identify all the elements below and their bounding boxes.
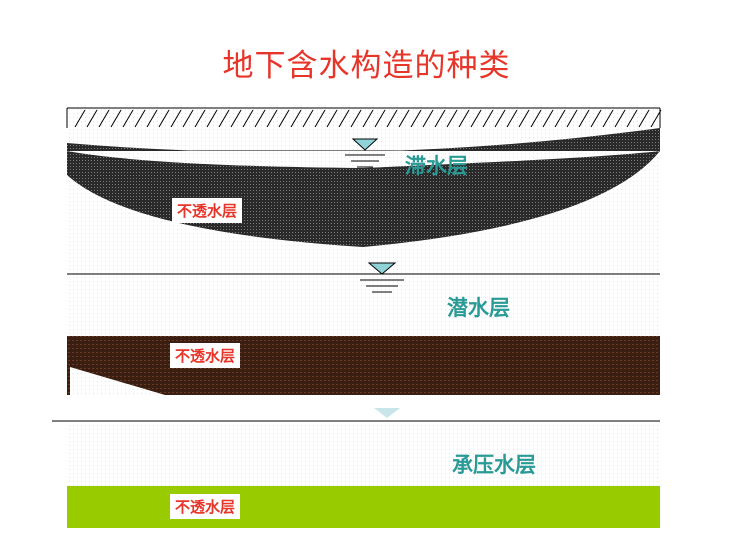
- confined-impermeable-tag: 不透水层: [170, 494, 241, 519]
- page-title: 地下含水构造的种类: [222, 48, 511, 84]
- perched-water-label: 滞水层: [405, 153, 468, 178]
- water-level-symbol-confined: [374, 408, 400, 418]
- phreatic-water-label: 潜水层: [447, 295, 510, 320]
- phreatic-impermeable-layer: [67, 336, 660, 395]
- ground-fill-lower: [67, 424, 660, 486]
- water-level-symbol-phreatic: [360, 262, 404, 293]
- perched-water-lens: [67, 151, 660, 168]
- confined-impermeable-layer: [67, 486, 660, 528]
- ground-surface-hatching: [66, 107, 662, 128]
- water-level-symbol-perched: [345, 138, 385, 168]
- confined-water-label: 承压水层: [452, 452, 536, 477]
- perched-impermeable-tag: 不透水层: [172, 198, 243, 223]
- phreatic-impermeable-tag: 不透水层: [170, 343, 241, 368]
